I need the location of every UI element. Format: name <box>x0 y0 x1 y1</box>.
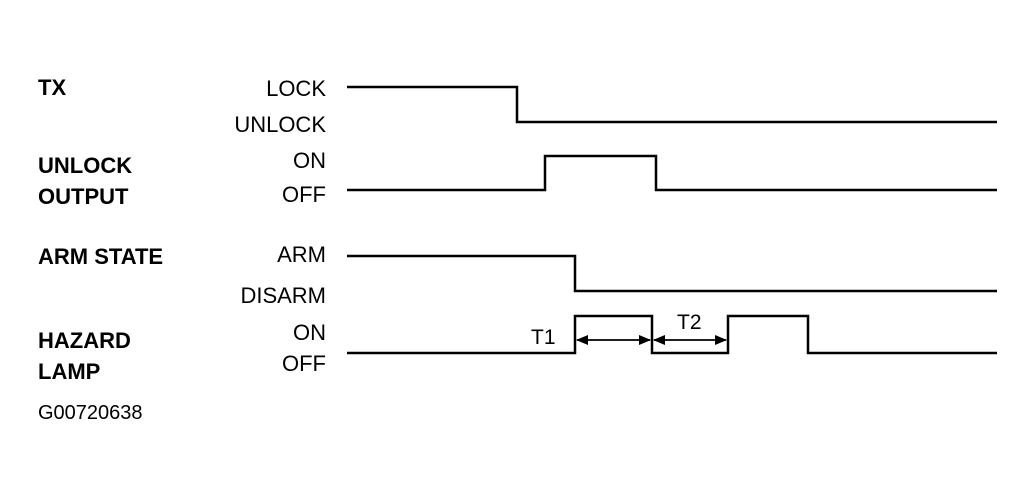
hazard-lamp-high-state-label: ON <box>293 320 326 345</box>
signal-label-unlock-output: UNLOCK OUTPUT <box>38 153 133 209</box>
arm-state-waveform <box>347 254 997 293</box>
unlock-output-waveform <box>347 154 997 192</box>
unlock-output-low-state-label: OFF <box>282 182 326 207</box>
signal-label-tx: TX <box>38 75 67 100</box>
arm-state-high-state-label: ARM <box>277 242 326 267</box>
signal-label-hazard-lamp: HAZARD LAMP <box>38 328 131 384</box>
unlock-output-high-state-label: ON <box>293 148 326 173</box>
tx-high-state-label: LOCK <box>266 76 326 101</box>
arm-state-low-state-label: DISARM <box>240 283 326 308</box>
hazard-lamp-waveform <box>347 314 997 355</box>
hazard-lamp-low-state-label: OFF <box>282 351 326 376</box>
tx-low-state-label: UNLOCK <box>234 112 326 137</box>
tx-waveform <box>347 85 997 124</box>
t1-label: T1 <box>531 326 556 349</box>
signal-label-arm-state: ARM STATE <box>38 244 164 269</box>
t2-label: T2 <box>677 311 702 334</box>
figure-id: G00720638 <box>38 402 143 424</box>
